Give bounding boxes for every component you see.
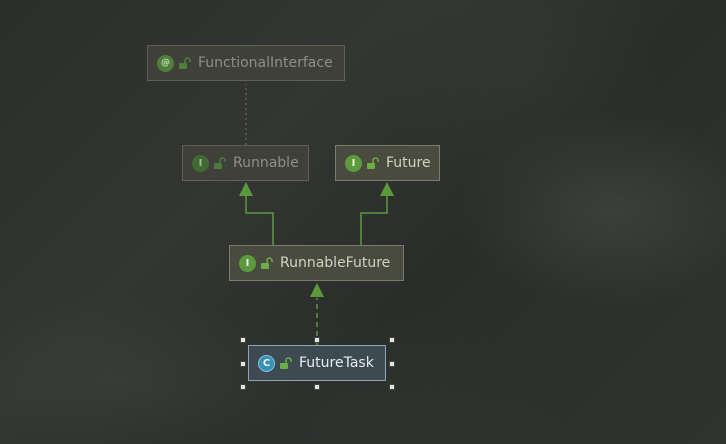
edge-runnablefuture-runnable <box>245 195 274 245</box>
node-label: Runnable <box>233 155 299 171</box>
resize-handle-bottom-right[interactable] <box>389 384 395 390</box>
interface-icon: I <box>192 154 209 172</box>
arrowhead-future <box>380 182 394 196</box>
node-label: Future <box>386 155 431 171</box>
open-lock-icon <box>179 56 191 69</box>
node-label: RunnableFuture <box>280 255 391 271</box>
node-runnable-future[interactable]: I RunnableFuture <box>229 245 404 281</box>
resize-handle-middle-right[interactable] <box>389 361 395 367</box>
arrowhead-runnablefuture <box>310 283 324 297</box>
node-future[interactable]: I Future <box>335 145 440 181</box>
interface-icon: I <box>345 154 362 172</box>
open-lock-icon <box>367 156 379 169</box>
resize-handle-top-right[interactable] <box>389 337 395 343</box>
resize-handle-bottom-left[interactable] <box>240 384 246 390</box>
resize-handle-top-center[interactable] <box>314 337 320 343</box>
node-label: FutureTask <box>299 355 374 371</box>
open-lock-icon <box>280 356 292 369</box>
node-future-task[interactable]: C FutureTask <box>248 345 386 381</box>
open-lock-icon <box>214 156 226 169</box>
interface-icon: I <box>239 254 256 272</box>
node-label: FunctionalInterface <box>198 55 333 71</box>
resize-handle-top-left[interactable] <box>240 337 246 343</box>
class-icon: C <box>258 354 275 372</box>
annotation-icon: @ <box>157 54 174 72</box>
edge-runnablefuture-future <box>360 195 388 245</box>
node-functional-interface[interactable]: @ FunctionalInterface <box>147 45 345 81</box>
open-lock-icon <box>261 256 273 269</box>
resize-handle-middle-left[interactable] <box>240 361 246 367</box>
arrowhead-runnable <box>239 182 253 196</box>
node-runnable[interactable]: I Runnable <box>182 145 309 181</box>
resize-handle-bottom-center[interactable] <box>314 384 320 390</box>
